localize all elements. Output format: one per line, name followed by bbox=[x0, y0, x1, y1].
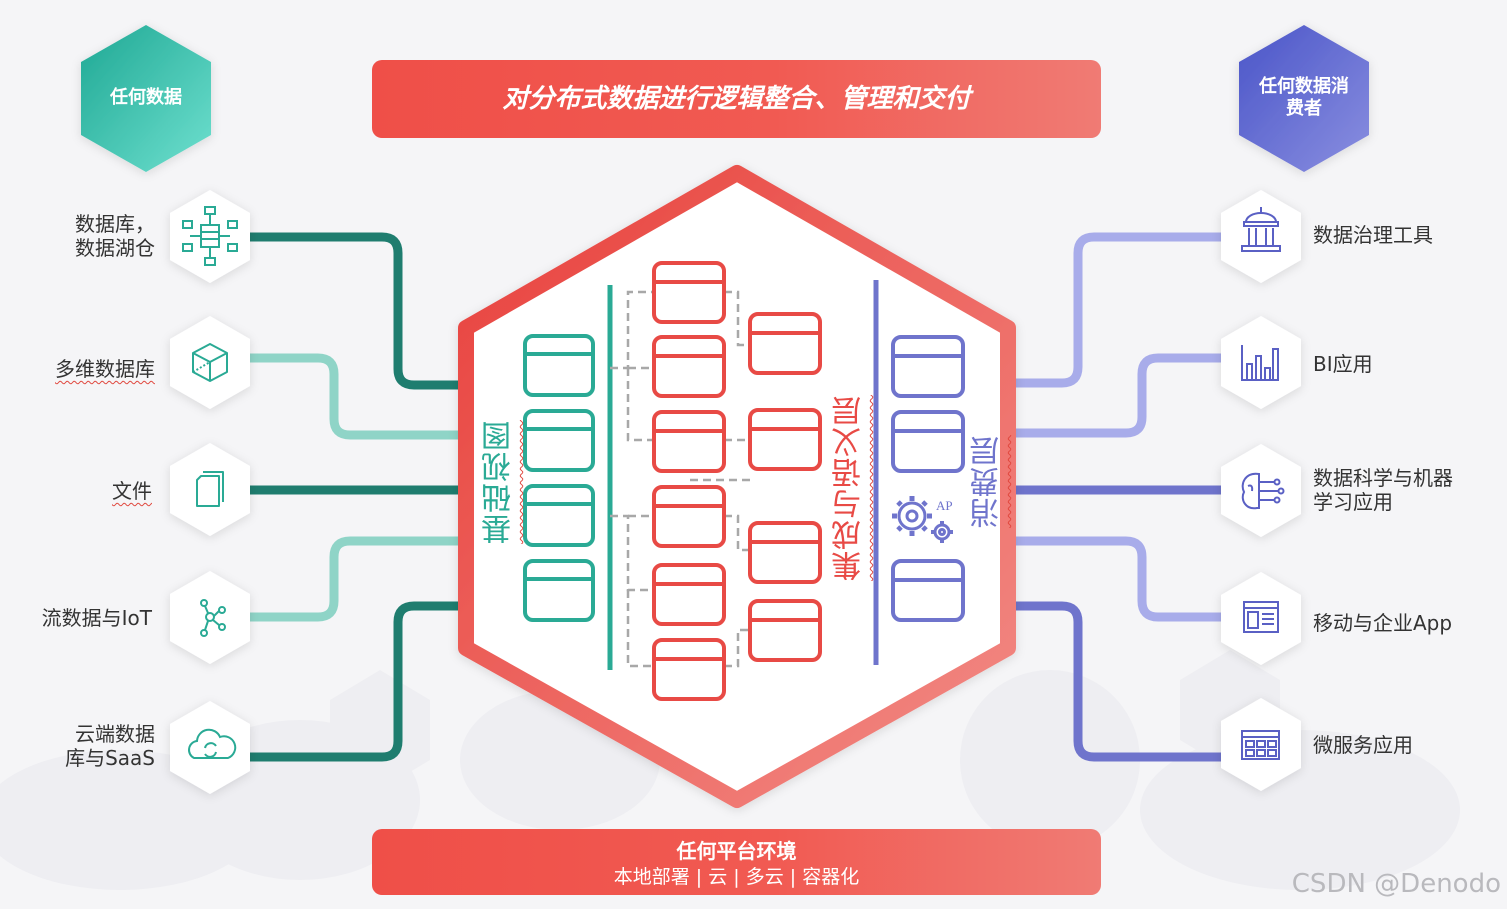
microservices-grid-icon bbox=[1241, 730, 1280, 760]
watermark: CSDN @Denodo bbox=[1291, 869, 1501, 899]
right-header-label: 任何数据消费者 bbox=[1254, 72, 1354, 124]
cloud-sync-icon bbox=[188, 728, 237, 759]
source-label-databases: 数据库， 数据湖仓 bbox=[75, 212, 155, 260]
iot-network-icon bbox=[200, 599, 226, 637]
base-view-table bbox=[523, 559, 595, 622]
connector-mobile bbox=[1016, 536, 1225, 622]
connector-microservices bbox=[1016, 601, 1225, 762]
right-header-hexagon bbox=[1239, 25, 1369, 172]
top-banner: 对分布式数据进行逻辑整合、管理和交付 bbox=[372, 60, 1101, 138]
bottom-banner-title: 任何平台环境 bbox=[676, 839, 797, 863]
base-view-table bbox=[523, 484, 595, 547]
integration-layer-label: 集成与语义层 bbox=[832, 395, 867, 581]
left-header-label: 任何数据 bbox=[110, 87, 182, 108]
database-network-icon bbox=[182, 206, 238, 266]
source-label-cube: 多维数据库 bbox=[55, 357, 155, 381]
brain-icon bbox=[1241, 472, 1285, 510]
bottom-banner-subtitle: 本地部署 | 云 | 多云 | 容器化 bbox=[613, 866, 860, 888]
source-label-iot: 流数据与IoT bbox=[41, 606, 152, 630]
connector-bi bbox=[1016, 353, 1225, 438]
connector-governance bbox=[1016, 232, 1225, 388]
app-window-icon bbox=[1243, 601, 1279, 633]
base-view-table bbox=[523, 409, 595, 472]
dashed-connectors bbox=[610, 290, 750, 668]
central-hexagon bbox=[458, 165, 1016, 808]
connector-cloud bbox=[248, 601, 462, 762]
consumer-connectors bbox=[1016, 232, 1225, 762]
left-header-hexagon bbox=[81, 25, 211, 172]
consumer-label-ml: 数据科学与机器 学习应用 bbox=[1313, 466, 1453, 514]
base-view-table bbox=[523, 334, 595, 397]
cube-icon bbox=[192, 343, 228, 382]
consumer-label-microservices: 微服务应用 bbox=[1313, 733, 1413, 757]
consumer-label-governance: 数据治理工具 bbox=[1313, 223, 1433, 247]
file-icon bbox=[196, 471, 224, 507]
consumer-label-bi: BI应用 bbox=[1313, 352, 1373, 376]
api-gear-icon bbox=[892, 496, 953, 543]
integration-tables bbox=[652, 261, 822, 701]
source-label-files: 文件 bbox=[112, 479, 152, 503]
right-header-text: 任何数据消费者 bbox=[1259, 76, 1349, 119]
source-connectors bbox=[248, 232, 462, 762]
base-view-label: 基础视图 bbox=[482, 420, 517, 544]
connector-iot bbox=[248, 536, 462, 622]
consumer-label-mobile: 移动与企业App bbox=[1313, 611, 1453, 635]
consumption-layer-label: 消费层 bbox=[970, 435, 1005, 528]
source-label-cloud: 云端数据 库与SaaS bbox=[65, 722, 155, 770]
connector-cube bbox=[248, 353, 462, 440]
bottom-banner: 任何平台环境 本地部署 | 云 | 多云 | 容器化 bbox=[372, 829, 1101, 895]
base-view-tables bbox=[523, 334, 595, 622]
api-label: AP bbox=[936, 498, 953, 513]
source-hexagons bbox=[170, 190, 250, 794]
consumption-tables bbox=[891, 335, 965, 622]
government-building-icon bbox=[1241, 207, 1281, 252]
bar-chart-icon bbox=[1241, 345, 1279, 381]
connector-databases bbox=[248, 232, 462, 390]
